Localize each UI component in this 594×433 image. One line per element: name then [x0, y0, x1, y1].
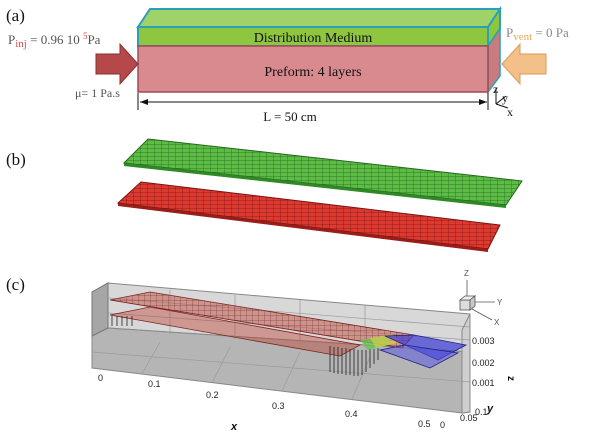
svg-text:y: y	[502, 91, 508, 105]
x-axis-title: x	[230, 421, 238, 433]
vent-arrow	[501, 42, 547, 86]
distribution-mesh	[122, 138, 523, 208]
p-vent-label: Pvent = 0 Pa	[506, 25, 569, 43]
preform-mesh	[116, 181, 501, 252]
panel-a-label: (a)	[6, 6, 25, 25]
svg-text:0.2: 0.2	[206, 390, 219, 400]
svg-text:0.5: 0.5	[418, 419, 431, 429]
svg-text:0: 0	[98, 373, 103, 383]
slab-top-face	[136, 8, 502, 28]
z-axis-title: z	[505, 376, 516, 381]
axes-triad-c	[458, 280, 495, 321]
svg-text:0: 0	[440, 420, 445, 430]
svg-text:0.002: 0.002	[472, 358, 495, 368]
length-label: L = 50 cm	[263, 109, 316, 124]
p-inj-label: Pinj = 0.96 10 5Pa	[8, 31, 101, 50]
svg-text:x: x	[507, 105, 513, 119]
filled-preform-region	[109, 306, 362, 357]
svg-text:0.05: 0.05	[460, 413, 478, 423]
flow-front-arrows	[329, 346, 379, 376]
viscosity-label: μ= 1 Pa.s	[75, 86, 120, 100]
y-axis-ticks: 0 0.05 0.1	[440, 407, 488, 430]
panel-b: (b)	[6, 138, 523, 252]
panel-a: (a) Distribution Medium Preform: 4 layer…	[6, 5, 569, 124]
inlet-flow-arrows	[111, 316, 133, 326]
y-axis-title: y	[486, 403, 494, 415]
right-wall	[461, 313, 471, 414]
axes-triad-a: z y x	[493, 82, 513, 119]
empty-region-lower	[378, 344, 460, 369]
svg-text:0.003: 0.003	[472, 336, 495, 346]
x-axis-ticks: 0 0.1 0.2 0.3 0.4 0.5	[98, 373, 431, 429]
distribution-medium-label: Distribution Medium	[254, 31, 373, 46]
svg-text:0.1: 0.1	[148, 379, 161, 389]
svg-text:0.001: 0.001	[472, 378, 495, 388]
svg-text:z: z	[493, 82, 498, 96]
triad-x-label: X	[494, 318, 500, 327]
z-axis-ticks: 0.003 0.002 0.001	[472, 336, 495, 388]
svg-text:0.4: 0.4	[345, 409, 358, 419]
panel-c-label: (c)	[6, 275, 25, 294]
panel-c: (c)	[6, 269, 516, 433]
preform-layer	[137, 45, 489, 93]
inlet-arrow	[95, 42, 139, 86]
triad-z-label: Z	[464, 269, 469, 278]
panel-b-label: (b)	[6, 150, 26, 169]
svg-text:0.1: 0.1	[475, 407, 488, 417]
svg-text:0.3: 0.3	[272, 401, 285, 411]
left-wall	[91, 282, 109, 337]
preform-label: Preform: 4 layers	[264, 65, 361, 80]
triad-y-label: Y	[497, 298, 503, 307]
